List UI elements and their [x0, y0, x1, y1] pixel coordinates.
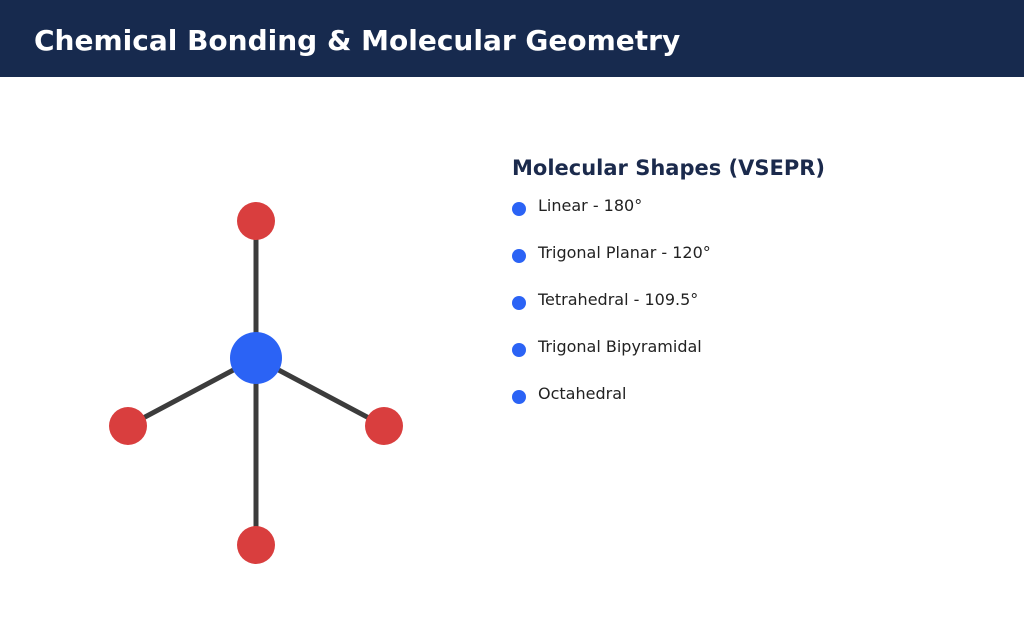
legend-item-label: Octahedral [538, 384, 627, 403]
legend-item: Trigonal Bipyramidal [512, 336, 992, 383]
legend-item: Tetrahedral - 109.5° [512, 289, 992, 336]
legend-title: Molecular Shapes (VSEPR) [512, 156, 826, 180]
outer-atom-left [109, 407, 147, 445]
bullet-dot-icon [512, 343, 526, 357]
bullet-dot-icon [512, 202, 526, 216]
legend-item: Linear - 180° [512, 195, 992, 242]
outer-atom-bottom [237, 526, 275, 564]
legend: Molecular Shapes (VSEPR) Linear - 180° T… [512, 154, 992, 430]
legend-item-label: Trigonal Planar - 120° [538, 243, 711, 262]
bullet-dot-icon [512, 390, 526, 404]
header-bar: Chemical Bonding & Molecular Geometry [0, 0, 1024, 77]
legend-item-label: Trigonal Bipyramidal [538, 337, 702, 356]
legend-item: Trigonal Planar - 120° [512, 242, 992, 289]
legend-item-label: Linear - 180° [538, 196, 643, 215]
legend-item: Octahedral [512, 383, 992, 430]
legend-list: Linear - 180° Trigonal Planar - 120° Tet… [512, 195, 992, 430]
central-atom [230, 332, 282, 384]
legend-item-label: Tetrahedral - 109.5° [538, 290, 699, 309]
outer-atom-top [237, 202, 275, 240]
outer-atom-right [365, 407, 403, 445]
bullet-dot-icon [512, 296, 526, 310]
bullet-dot-icon [512, 249, 526, 263]
page-title: Chemical Bonding & Molecular Geometry [34, 24, 681, 57]
